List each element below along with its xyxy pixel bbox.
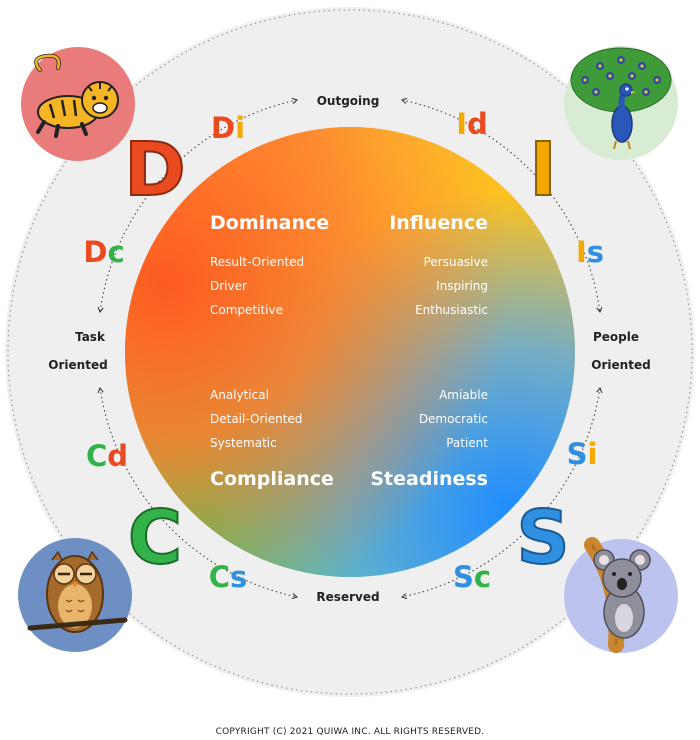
peacock-illustration	[564, 46, 678, 160]
axis-left-label-line2: Oriented	[48, 358, 107, 372]
letter-s: S	[516, 495, 569, 581]
influence-traits: Persuasive Inspiring Enthusiastic	[415, 255, 488, 317]
trait-item: Detail-Oriented	[210, 412, 302, 426]
outer-dotted-ring	[7, 9, 693, 695]
axis-left-label-line1: Task	[75, 330, 106, 344]
trait-item: Amiable	[439, 388, 488, 402]
influence-title: Influence	[389, 212, 488, 234]
axis-right-label-line2: Oriented	[591, 358, 650, 372]
combo-cd: Cd	[86, 439, 128, 473]
inner-arrow-ring	[97, 97, 603, 600]
combo-cs: Cs	[209, 560, 248, 594]
combo-sc: Sc	[453, 560, 491, 594]
dominance-title: Dominance	[210, 212, 329, 234]
combo-secondary: c	[107, 235, 124, 269]
steadiness-traits: Amiable Democratic Patient	[419, 388, 488, 450]
trait-item: Analytical	[210, 388, 269, 402]
trait-item: Democratic	[419, 412, 488, 426]
trait-item: Driver	[210, 279, 247, 293]
combo-secondary: i	[587, 437, 597, 471]
combo-primary: D	[211, 111, 235, 145]
combo-primary: I	[576, 235, 587, 269]
combo-primary: S	[567, 437, 588, 471]
steadiness-title: Steadiness	[370, 468, 488, 490]
owl-illustration	[18, 538, 132, 652]
dominance-traits: Result-Oriented Driver Competitive	[210, 255, 304, 317]
compliance-traits: Analytical Detail-Oriented Systematic	[210, 388, 302, 450]
combo-is: Is	[576, 235, 604, 269]
trait-item: Inspiring	[436, 279, 488, 293]
arc-bottom-right	[400, 386, 603, 600]
koala-illustration	[564, 537, 678, 653]
arc-top-left	[97, 97, 299, 314]
arc-top-right	[400, 97, 603, 314]
axis-top-label: Outgoing	[317, 94, 380, 108]
combo-di: Di	[211, 111, 245, 145]
combo-primary: C	[86, 439, 107, 473]
combo-secondary: d	[467, 107, 488, 141]
trait-item: Systematic	[210, 436, 277, 450]
trait-item: Enthusiastic	[415, 303, 488, 317]
combo-primary: S	[453, 560, 474, 594]
axis-bottom-label: Reserved	[316, 590, 379, 604]
core-circle	[125, 127, 575, 577]
axis-right-label-line1: People	[593, 330, 639, 344]
compliance-title: Compliance	[210, 468, 334, 490]
letter-i: I	[529, 127, 557, 213]
letter-d: D	[124, 127, 185, 213]
combo-secondary: s	[587, 235, 604, 269]
trait-item: Persuasive	[424, 255, 488, 269]
combo-secondary: d	[107, 439, 128, 473]
letter-c: C	[128, 495, 182, 581]
combo-secondary: c	[474, 560, 491, 594]
combo-si: Si	[567, 437, 598, 471]
trait-item: Result-Oriented	[210, 255, 304, 269]
trait-item: Patient	[446, 436, 488, 450]
combo-dc: Dc	[83, 235, 124, 269]
combo-primary: C	[209, 560, 230, 594]
combo-secondary: i	[235, 111, 245, 145]
combo-primary: I	[456, 107, 467, 141]
tiger-illustration	[21, 47, 135, 161]
combo-secondary: s	[230, 560, 247, 594]
combo-primary: D	[83, 235, 107, 269]
copyright-text: COPYRIGHT (C) 2021 QUIWA INC. ALL RIGHTS…	[216, 727, 485, 737]
trait-item: Competitive	[210, 303, 283, 317]
combo-id: Id	[456, 107, 488, 141]
